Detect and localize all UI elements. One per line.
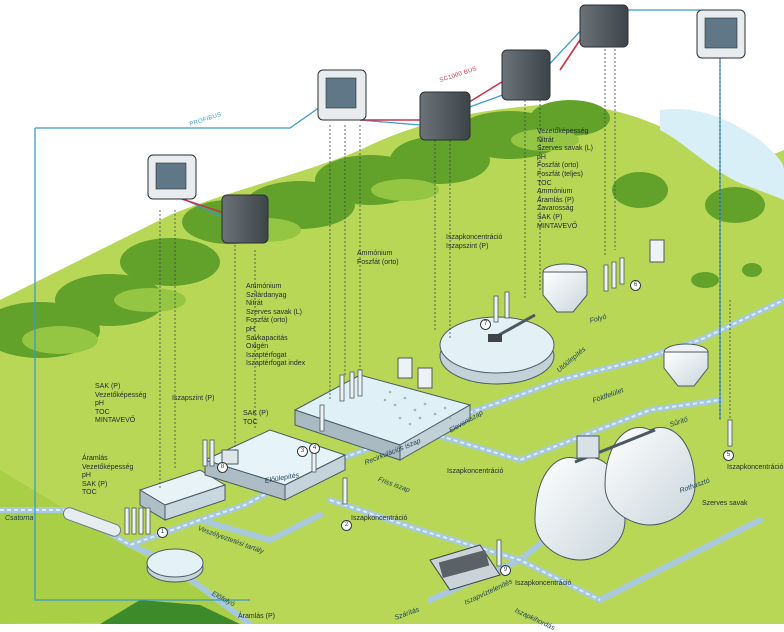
inlet-pipe — [62, 507, 122, 537]
station-number-7: 7 — [480, 319, 491, 330]
digester-tanks — [534, 427, 696, 561]
params-clarifier-in: SAK (P) TOC — [243, 410, 269, 426]
params-bottom: Áramlás (P) — [238, 613, 275, 620]
primary-round-tank — [146, 548, 204, 583]
params-digester: Szerves savak — [702, 500, 748, 507]
thickener-silo-2 — [663, 343, 709, 387]
params-sludge-3: Iszapkoncentráció — [515, 580, 572, 587]
probes — [124, 257, 733, 567]
station-number-3: 3 — [297, 446, 308, 457]
params-inlet: Áramlás Vezetőképesség pH SAK (P) TOC — [82, 455, 134, 497]
station-number-9: 9 — [500, 565, 511, 576]
controller-screens — [155, 17, 738, 190]
params-aeration-2: Ammónium Foszfát (orto) — [357, 250, 399, 266]
final-clarifier — [439, 313, 555, 385]
flow-label-csatorna: Csatorna — [5, 515, 34, 522]
params-grit-level: Iszapszint (P) — [172, 395, 215, 402]
params-sludge-4: Iszapkoncentráció — [727, 464, 784, 471]
dewatering-press — [429, 544, 501, 591]
river — [660, 109, 784, 200]
station-number-5: 5 — [723, 450, 734, 461]
grit-chamber — [138, 469, 227, 521]
station-number-1: 1 — [157, 527, 168, 538]
sampler-box — [649, 239, 665, 263]
station-number-8: 8 — [217, 462, 228, 473]
params-sludge-2: Iszapkoncentráció — [351, 515, 408, 522]
station-number-6: 6 — [630, 280, 641, 291]
params-primary: SAK (P) Vezetőképesség pH TOC MINTAVEVŐ — [95, 383, 147, 425]
params-final-clarifier: Iszapkoncentráció Iszapszint (P) — [446, 234, 503, 250]
params-effluent: Vezetőképesség Nitrát Szerves savak (L) … — [537, 128, 594, 230]
thickener-silo — [542, 263, 588, 313]
station-number-4: 4 — [309, 443, 320, 454]
params-aeration: Ammónium Szilárdanyag Nitrát Szerves sav… — [246, 283, 306, 368]
dark-field — [100, 600, 240, 624]
sensor-lines — [159, 45, 731, 490]
station-number-2: 2 — [341, 520, 352, 531]
params-sludge-1: Iszapkoncentráció — [447, 468, 504, 475]
